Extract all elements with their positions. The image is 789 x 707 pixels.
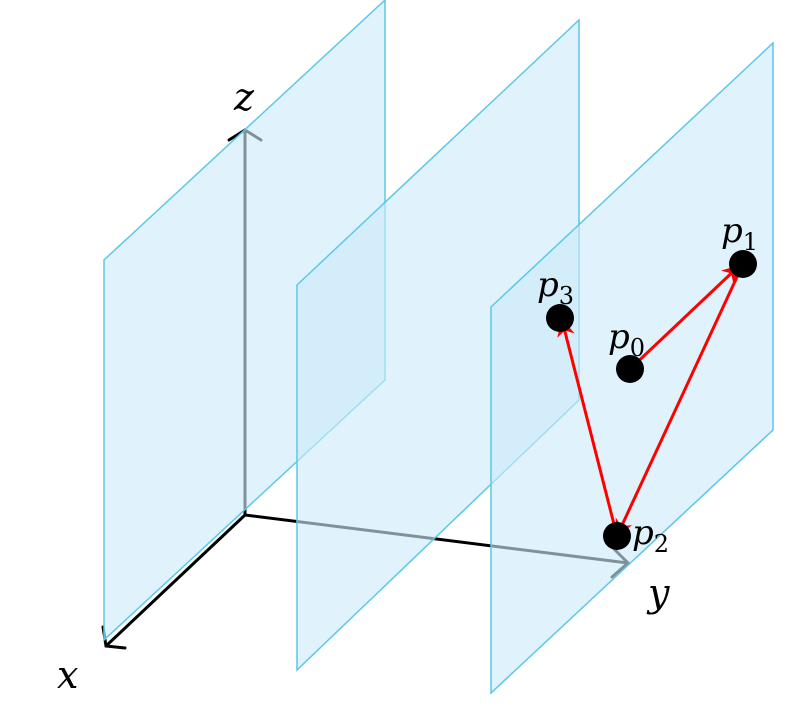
label-p3-base: p xyxy=(537,265,559,305)
label-p2-index: 2 xyxy=(654,530,669,558)
points xyxy=(546,250,757,550)
label-p3: p3 xyxy=(537,265,574,310)
x-axis-line xyxy=(104,513,247,648)
label-p1: p1 xyxy=(721,211,758,256)
label-p3-index: 3 xyxy=(559,282,574,310)
label-p2: p2 xyxy=(632,513,669,558)
label-p1-index: 1 xyxy=(743,228,758,256)
y-axis-label: y xyxy=(646,571,670,615)
z-axis-label: z xyxy=(233,75,255,119)
arrow-p0-p1 xyxy=(628,264,741,371)
path-arrows xyxy=(557,263,745,538)
point-p1 xyxy=(729,250,757,278)
x-axis-label: x xyxy=(57,653,78,697)
arrow-p2-p3 xyxy=(557,318,619,537)
point-p3 xyxy=(546,304,574,332)
label-p0-index: 0 xyxy=(630,334,645,362)
arrow-p1-p2 xyxy=(615,263,745,538)
axis-labels: x y z xyxy=(57,75,670,697)
label-p0-base: p xyxy=(608,317,630,357)
point-p2 xyxy=(603,522,631,550)
label-p1-base: p xyxy=(721,211,743,251)
label-p0: p0 xyxy=(608,317,645,362)
label-p2-base: p xyxy=(632,513,654,553)
point-labels: p0 p1 p2 p3 xyxy=(537,211,758,558)
planes xyxy=(103,0,774,695)
point-p0 xyxy=(616,355,644,383)
